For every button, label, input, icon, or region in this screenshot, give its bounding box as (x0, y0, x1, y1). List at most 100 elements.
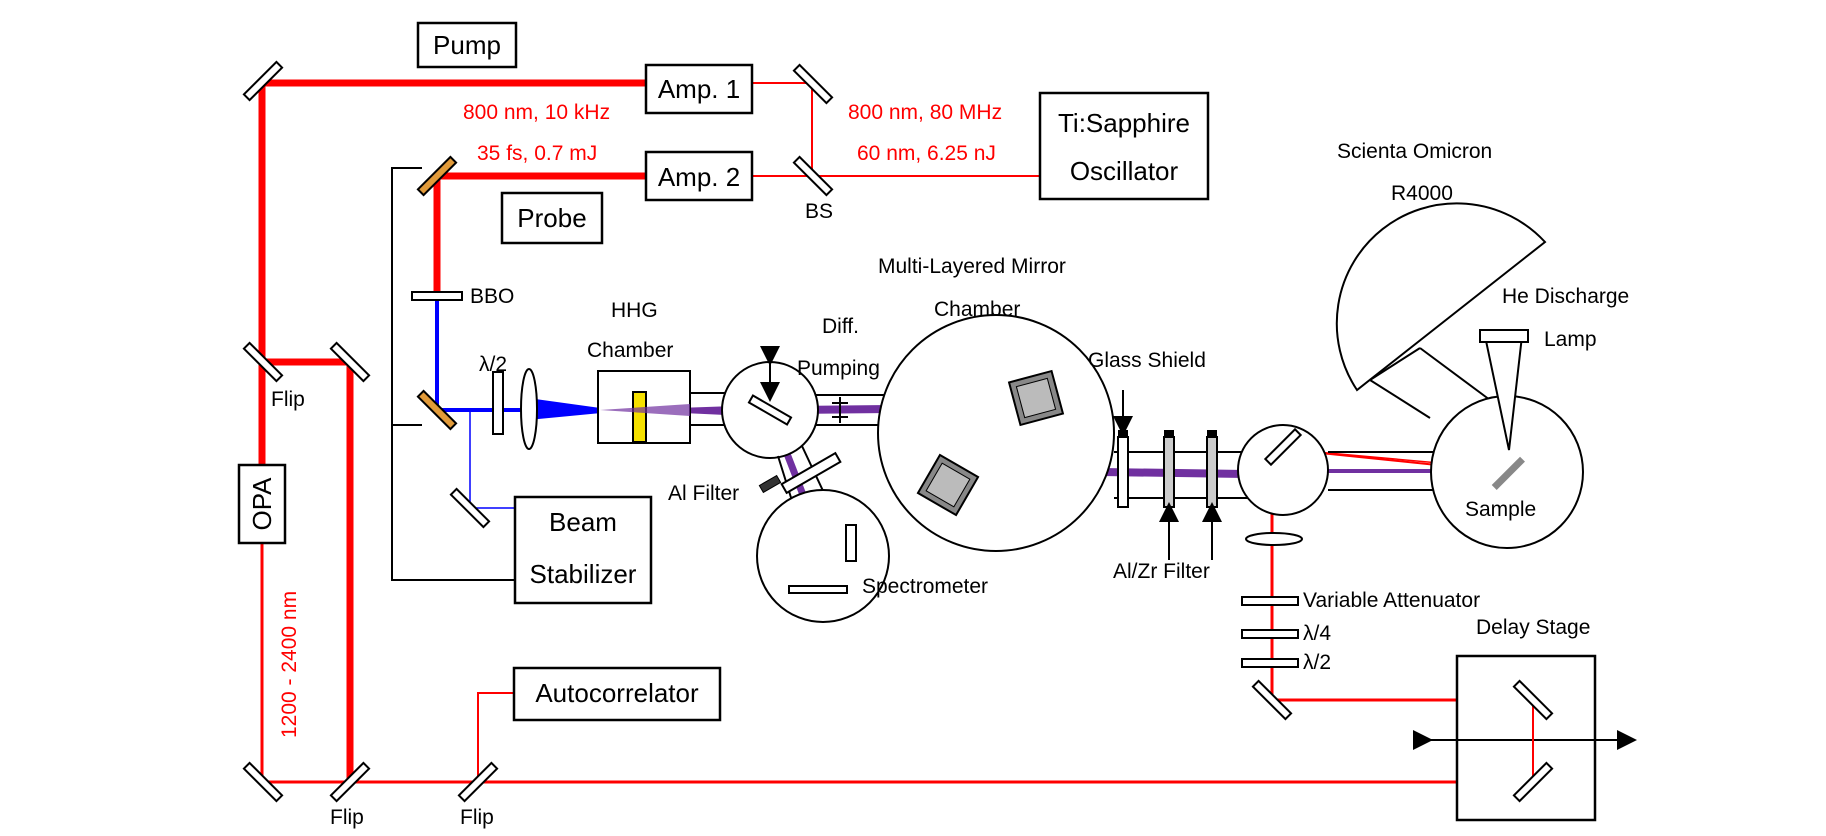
dichroic-mirror-bottom (416, 389, 458, 431)
analyzer-chamber (1335, 202, 1584, 549)
probe-spec-label: 35 fs, 0.7 mJ (477, 142, 597, 165)
pump-box: Pump (416, 21, 518, 69)
diff-label-1: Diff. (822, 315, 859, 338)
diff-label-2: Pumping (797, 357, 880, 380)
glass-shield (1117, 436, 1129, 508)
autocorrelator-box: Autocorrelator (512, 666, 722, 722)
amp1-label: Amp. 1 (658, 74, 740, 104)
osc-spec-label-1: 800 nm, 80 MHz (848, 101, 1002, 124)
recombination-chamber (1237, 424, 1435, 516)
mlm-label-2: Chamber (934, 298, 1020, 321)
autocorrelator-label: Autocorrelator (535, 678, 699, 708)
flip-label-2: Flip (330, 806, 364, 829)
opa-label: OPA (247, 477, 277, 531)
variable-attenuator-label: Variable Attenuator (1303, 589, 1480, 612)
mlm-chamber (877, 314, 1255, 552)
blue-focus (528, 398, 622, 420)
switching-chamber (721, 346, 833, 521)
multilayer-mirror-1 (1007, 369, 1065, 427)
probe-box: Probe (500, 191, 604, 245)
bs-label: BS (805, 200, 833, 223)
flip-label-1: Flip (271, 388, 305, 411)
opa-range-label: 1200 - 2400 nm (278, 591, 301, 738)
gas-cell (632, 391, 647, 443)
stabilizer-feedback-wire (391, 167, 515, 581)
flip-label-3: Flip (460, 806, 494, 829)
detector (845, 524, 857, 562)
mirror-flip-1 (242, 341, 284, 383)
probe-label: Probe (517, 203, 586, 233)
retro-mirror-top (1512, 679, 1554, 721)
quarter-wave-optic (1241, 629, 1299, 639)
bbo-label: BBO (470, 285, 514, 308)
beam-stabilizer-box: Beam Stabilizer (513, 495, 653, 605)
quarter-wave-label: λ/4 (1303, 622, 1331, 645)
delay-line-beam (262, 455, 1535, 784)
half-wave-optic-2 (1241, 658, 1299, 668)
xuv-beam-in-chamber (600, 404, 690, 416)
osc-spec-label-2: 60 nm, 6.25 nJ (857, 142, 996, 165)
delay-stage (1413, 654, 1637, 822)
glass-shield-label: Glass Shield (1088, 349, 1206, 372)
oscillator-label-2: Oscillator (1070, 156, 1179, 186)
switching-mirror (747, 394, 793, 426)
grating (788, 585, 848, 594)
opa-box: OPA (237, 463, 287, 545)
mirror-pump-right (329, 341, 371, 383)
multilayer-mirror-2 (916, 453, 980, 517)
he-lamp-label-2: Lamp (1544, 328, 1597, 351)
oscillator-seed-beam (752, 82, 1040, 177)
oscillator-label-1: Ti:Sapphire (1058, 108, 1190, 138)
labels: 800 nm, 10 kHz 35 fs, 0.7 mJ 800 nm, 80 … (271, 101, 1629, 829)
amp2-box: Amp. 2 (644, 150, 754, 202)
hhg-label-1: HHG (611, 299, 658, 322)
filters (1113, 390, 1222, 560)
oscillator-box: Ti:Sapphire Oscillator (1038, 91, 1210, 201)
mirror-flip-2 (329, 761, 371, 803)
al-filter-label: Al Filter (668, 482, 739, 505)
electron-analyzer (1335, 202, 1547, 392)
mirror-bottom-left (242, 761, 284, 803)
beam-stabilizer-label-2: Stabilizer (530, 559, 637, 589)
amp1-box: Amp. 1 (644, 63, 754, 115)
mirror-delay-in (1251, 679, 1293, 721)
pump-spec-label: 800 nm, 10 kHz (463, 101, 610, 124)
alzr-filter-label: Al/Zr Filter (1113, 560, 1210, 583)
delay-stage-label: Delay Stage (1476, 616, 1590, 639)
mirror-amp1-out (792, 63, 834, 105)
mirrors (242, 60, 1293, 803)
al-filter (758, 451, 842, 495)
al-zr-filter-1 (1163, 436, 1175, 508)
retro-mirror-bottom (1512, 761, 1554, 803)
sample (1491, 456, 1525, 490)
dichroic-mirror-top (416, 155, 458, 197)
variable-attenuator-optic (1241, 596, 1299, 606)
beam-splitter (792, 155, 834, 197)
hhg-chamber (597, 370, 733, 444)
focusing-lens (520, 368, 538, 450)
differential-pumping (805, 394, 885, 426)
beam-stabilizer-label-1: Beam (549, 507, 617, 537)
pump-label: Pump (433, 30, 501, 60)
half-wave-label-2: λ/2 (1303, 651, 1331, 674)
al-zr-filter-2 (1206, 436, 1218, 508)
analyzer-label-2: R4000 (1391, 182, 1453, 205)
half-wave-plate (492, 371, 504, 435)
mirror-stabilizer (449, 487, 491, 529)
mlm-label-1: Multi-Layered Mirror (878, 255, 1066, 278)
hhg-label-2: Chamber (587, 339, 673, 362)
bbo-crystal (411, 291, 463, 301)
incoupling-mirror (1263, 427, 1303, 467)
sample-label: Sample (1465, 498, 1536, 521)
autocorrelator-beam (477, 692, 514, 782)
analyzer-label-1: Scienta Omicron (1337, 140, 1492, 163)
mirror-flip-3 (457, 761, 499, 803)
spectrometer-label: Spectrometer (862, 575, 988, 598)
half-wave-label: λ/2 (479, 353, 507, 376)
spectrometer (756, 489, 890, 623)
amp2-label: Amp. 2 (658, 162, 740, 192)
pump-focus-lens (1245, 532, 1303, 546)
mirror-pump-top (242, 60, 284, 102)
he-lamp-label-1: He Discharge (1502, 285, 1629, 308)
